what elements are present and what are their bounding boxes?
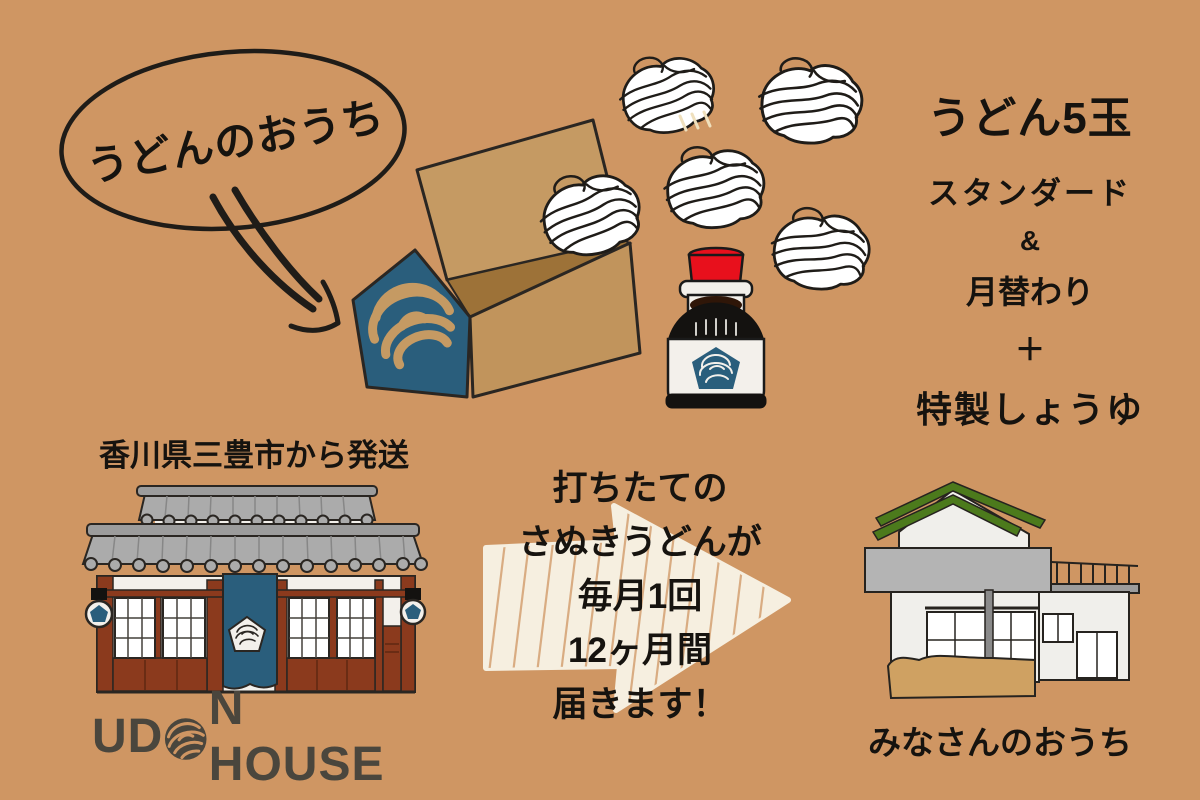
- brand-text-left: UD: [92, 710, 164, 763]
- udon-swirl-logo-icon: [368, 282, 456, 370]
- bottle-base: [665, 393, 767, 409]
- product-plus: ＋: [1015, 334, 1045, 367]
- home-illustration: [864, 481, 1140, 700]
- brand-text-right: N HOUSE: [208, 682, 385, 791]
- udon-ball-icon: [532, 163, 648, 264]
- origin-caption: 香川県三豊市から発送: [99, 438, 409, 473]
- soy-sauce-bottle-icon: [665, 246, 767, 409]
- lantern-icon: [399, 588, 427, 626]
- roof-stripe: [871, 494, 1023, 541]
- ground-bush: [886, 654, 1036, 700]
- bottle-cap: [687, 253, 745, 285]
- product-ampersand: &: [1019, 225, 1041, 256]
- shop-windows: [114, 597, 376, 659]
- delivery-message: 打ちたての さぬきうどんが 毎月1回 12ヶ月間 届きます！: [460, 462, 820, 732]
- product-info: うどん5玉 スタンダード & 月替わり ＋ 特製しょうゆ: [880, 82, 1180, 433]
- product-line-monthly: 月替わり: [965, 274, 1094, 310]
- udon-swirl-ball-icon: [165, 718, 207, 760]
- speech-bubble: うどんのおうち: [45, 40, 425, 245]
- udon-balls-group: [532, 47, 875, 296]
- lantern-icon: [84, 588, 114, 629]
- box-front: [468, 241, 642, 399]
- balcony-band: [864, 547, 1052, 593]
- delivery-line: さぬきうどんが: [518, 523, 762, 562]
- udon-ball-icon: [660, 142, 768, 232]
- roof-stripe: [874, 481, 1047, 529]
- udon-ball-icon: [754, 54, 867, 149]
- delivery-line: 打ちたての: [552, 469, 728, 508]
- speech-bubble-outline: [59, 48, 407, 232]
- udon-shop-illustration: [81, 485, 428, 694]
- scribble-arrow-icon: [483, 503, 791, 713]
- upper-roof: [136, 485, 378, 528]
- udon-ball-icon: [613, 47, 721, 140]
- gift-box-illustration: [351, 118, 642, 399]
- railing: [1050, 561, 1139, 586]
- delivery-line: 届きます！: [552, 685, 728, 724]
- product-title: うどん5玉: [927, 94, 1133, 143]
- noren-curtain: [222, 573, 278, 690]
- curved-arrow-icon: [209, 186, 341, 333]
- product-line-standard: スタンダード: [928, 176, 1132, 211]
- destination-caption: みなさんのおうち: [868, 724, 1132, 761]
- lower-roof: [81, 523, 428, 573]
- sparkle-ticks-icon: [678, 110, 712, 132]
- brand-logo: UD N HOUSE: [92, 682, 422, 791]
- delivery-line: 12ヶ月間: [568, 631, 712, 670]
- udon-ball-icon: [766, 203, 875, 296]
- delivery-line: 毎月1回: [577, 577, 703, 616]
- product-line-soy: 特製しょうゆ: [915, 389, 1144, 430]
